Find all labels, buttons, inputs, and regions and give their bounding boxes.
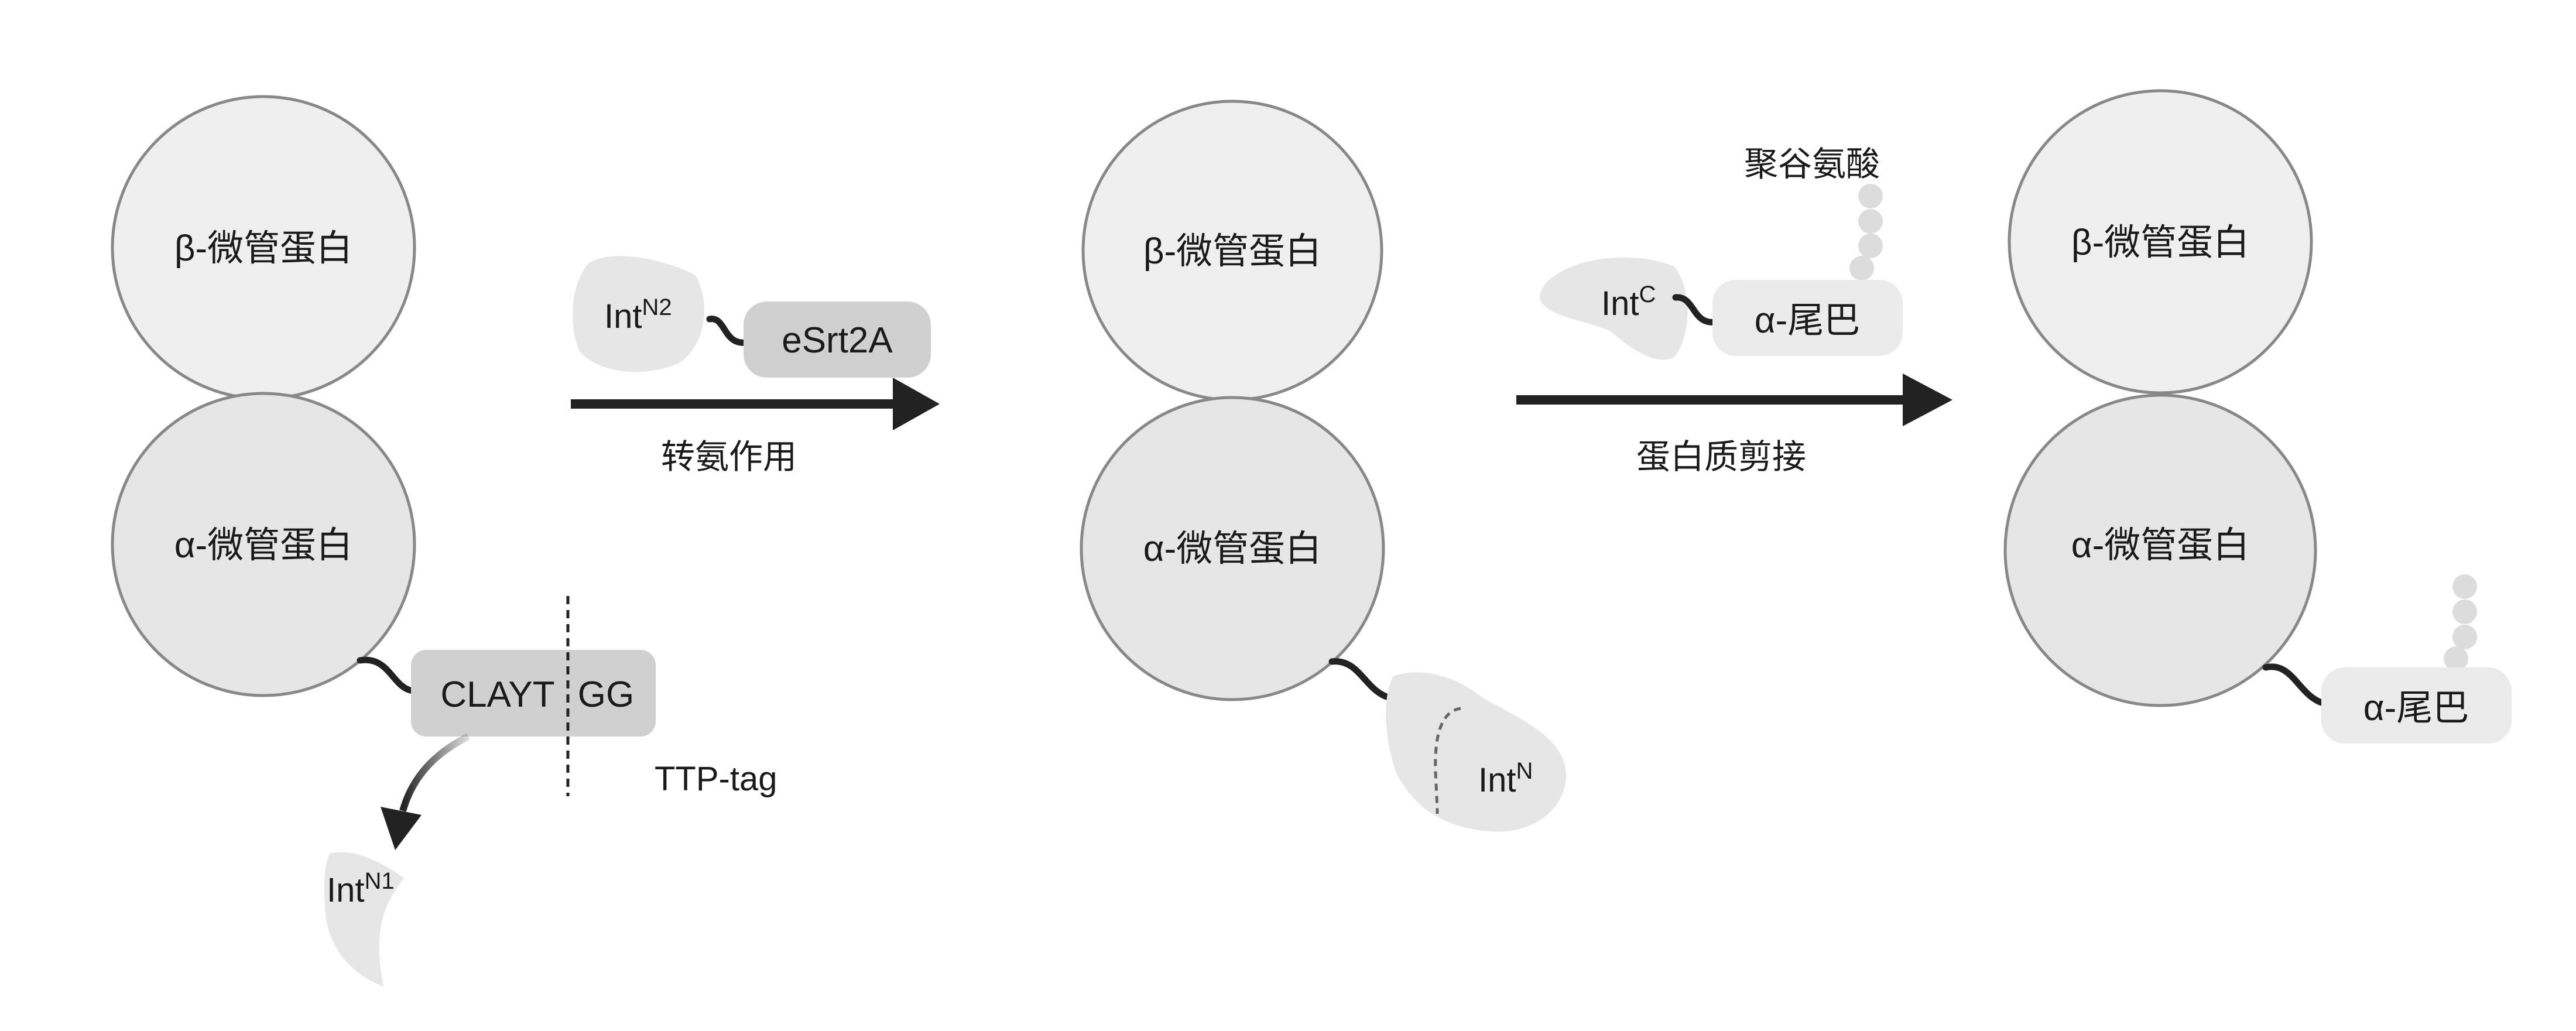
int-c-linker <box>1672 294 1719 326</box>
alpha-tubulin-circle-1 <box>111 392 416 697</box>
transamidation-label: 转氨作用 <box>661 438 797 476</box>
step-transamidation: IntN2 eSrt2A 转氨作用 <box>571 256 940 476</box>
linker-3 <box>2262 663 2325 706</box>
gg-label: GG <box>578 674 634 715</box>
splicing-arrowhead <box>1903 374 1952 426</box>
protein-splicing-label: 蛋白质剪接 <box>1636 438 1806 476</box>
int-n2-linker <box>706 316 750 346</box>
polyglutamate-label: 聚谷氨酸 <box>1744 145 1880 183</box>
polyglu-dot-2 <box>1858 209 1883 234</box>
linker-2 <box>1328 658 1390 700</box>
int-n2-label: IntN2 <box>604 294 672 335</box>
ttp-tag-box <box>411 650 656 737</box>
alpha-tail-label-2: α-尾巴 <box>2363 688 2469 728</box>
beta-tubulin-label-2: β-微管蛋白 <box>1143 231 1321 272</box>
alpha-tubulin-label-2: α-微管蛋白 <box>1143 529 1322 569</box>
polyglu-dot-3 <box>1858 234 1883 258</box>
panel-initial: β-微管蛋白 α-微管蛋白 CLAYT GG TTP-tag IntN1 <box>111 95 777 987</box>
beta-tubulin-label-1: β-微管蛋白 <box>174 228 352 269</box>
int-n-blob <box>1386 672 1567 832</box>
transamidation-arrowhead <box>893 378 940 430</box>
beta-tubulin-label-3: β-微管蛋白 <box>2071 222 2249 263</box>
ttp-tag-label: TTP-tag <box>655 760 777 798</box>
step-protein-splicing: 聚谷氨酸 IntC α-尾巴 蛋白质剪接 <box>1516 145 1952 476</box>
final-polyglu-dot-2 <box>2452 600 2477 624</box>
alpha-tail-box-2 <box>2321 667 2512 744</box>
polyglu-dot-1 <box>1858 184 1883 208</box>
final-polyglu-dot-1 <box>2452 574 2477 599</box>
alpha-tail-label-1: α-尾巴 <box>1755 300 1861 341</box>
release-curve-arrow <box>399 733 470 812</box>
panel-intermediate: β-微管蛋白 α-微管蛋白 IntN <box>1080 100 1567 832</box>
int-c-blob <box>1540 257 1688 360</box>
int-n1-label: IntN1 <box>327 868 395 909</box>
int-n-label: IntN <box>1478 758 1533 799</box>
esrt2a-label: eSrt2A <box>782 320 893 361</box>
panel-final: β-微管蛋白 α-微管蛋白 α-尾巴 <box>2003 89 2512 744</box>
int-n1-blob <box>324 852 404 987</box>
alpha-tubulin-label-1: α-微管蛋白 <box>174 525 353 566</box>
beta-tubulin-circle-3 <box>2008 89 2313 395</box>
polyglu-dot-4 <box>1849 256 1874 280</box>
linker-1 <box>357 656 416 694</box>
final-polyglu-dot-3 <box>2452 625 2477 649</box>
alpha-tubulin-circle-2 <box>1080 396 1385 701</box>
int-c-label: IntC <box>1601 282 1656 323</box>
int-n2-blob <box>573 256 704 372</box>
final-polyglu-dot-4 <box>2444 646 2468 671</box>
esrt2a-box <box>744 302 931 378</box>
alpha-tail-box-1 <box>1712 280 1903 356</box>
int-n-dashed-junction <box>1434 707 1461 814</box>
clayt-label: CLAYT <box>440 674 554 715</box>
release-arrowhead <box>381 807 422 850</box>
alpha-tubulin-label-3: α-微管蛋白 <box>2071 525 2250 566</box>
alpha-tubulin-circle-3 <box>2003 393 2317 707</box>
